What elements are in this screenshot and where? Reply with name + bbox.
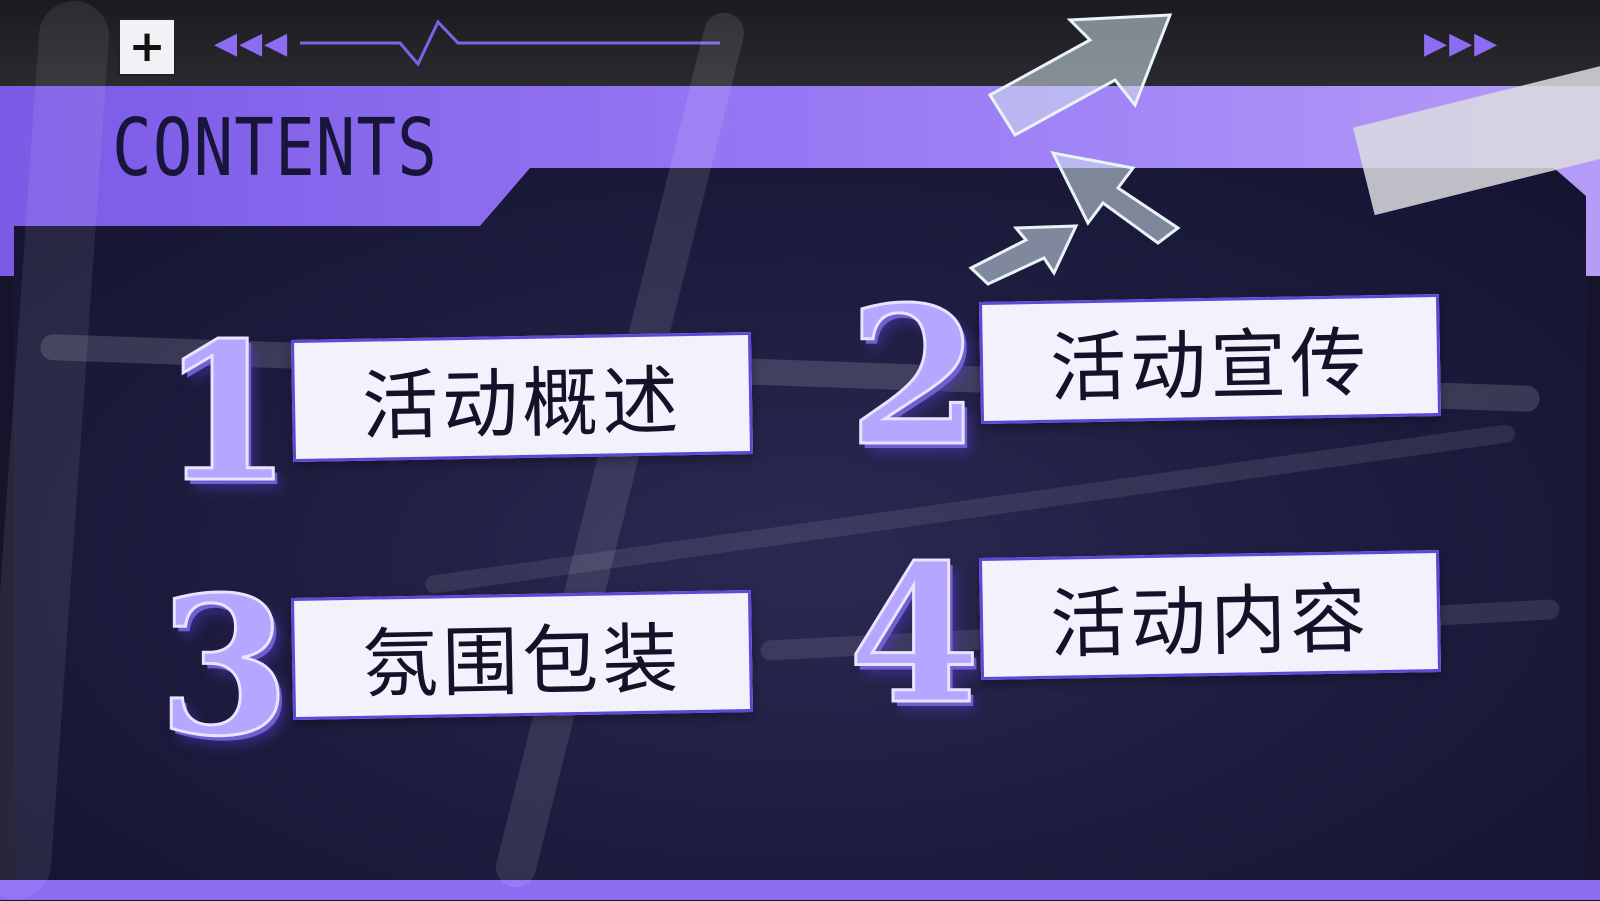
arrows-left-icon: ◀◀◀ xyxy=(214,26,290,61)
item-card-4[interactable]: 活动内容 xyxy=(978,549,1442,681)
item-card-1[interactable]: 活动概述 xyxy=(290,331,754,463)
item-number-2: 2 xyxy=(846,265,981,488)
bottom-strip xyxy=(0,880,1600,900)
page-title: CONTENTS xyxy=(112,102,438,195)
item-number-4: 4 xyxy=(846,523,981,746)
top-bar: + ◀◀◀ ▶▶▶ xyxy=(0,0,1600,90)
cursor-arrow-icon xyxy=(1050,150,1181,245)
item-card-2[interactable]: 活动宣传 xyxy=(978,293,1442,425)
pulse-line-icon xyxy=(300,19,720,67)
item-card-3[interactable]: 氛围包装 xyxy=(290,589,754,721)
plus-icon: + xyxy=(118,18,176,76)
item-number-3: 3 xyxy=(156,555,291,778)
item-number-1: 1 xyxy=(158,301,293,524)
content-panel xyxy=(14,168,1586,880)
arrows-right-icon: ▶▶▶ xyxy=(1424,26,1500,61)
cursor-arrow-icon xyxy=(968,224,1079,286)
cursor-arrow-icon xyxy=(987,13,1173,137)
